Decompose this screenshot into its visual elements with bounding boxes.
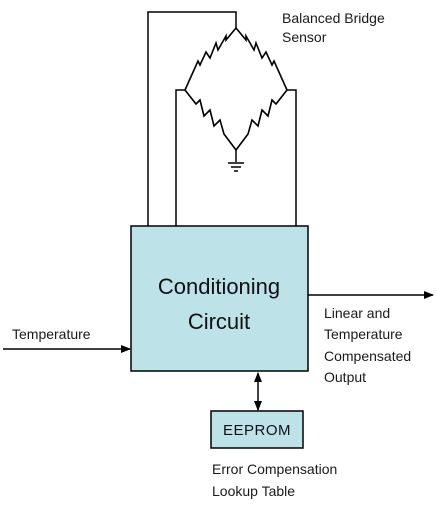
- conditioning-label-line1: Conditioning: [158, 274, 280, 299]
- ground-icon: [228, 162, 244, 172]
- conditioning-circuit-block: [130, 225, 309, 372]
- right-node-wire: [287, 89, 297, 226]
- sensor-label-line2: Sensor: [282, 29, 327, 45]
- sensor-label-line1: Balanced Bridge: [282, 10, 385, 26]
- resistor-icon: [235, 27, 288, 91]
- resistor-icon: [235, 89, 288, 151]
- bridge-resistors: [184, 27, 288, 151]
- output-label-line3: Compensated: [324, 348, 411, 364]
- eeprom-label: EEPROM: [223, 422, 291, 439]
- conditioning-label-line2: Circuit: [188, 309, 250, 334]
- eeprom-block: [210, 410, 304, 449]
- temperature-input-label: Temperature: [12, 326, 91, 342]
- left-node-wire: [175, 89, 185, 226]
- output-label-line1: Linear and: [324, 305, 390, 321]
- top-wire: [147, 11, 237, 226]
- resistor-icon: [184, 27, 237, 91]
- eeprom-caption-line2: Lookup Table: [212, 483, 295, 499]
- eeprom-caption-line1: Error Compensation: [212, 461, 337, 477]
- resistor-icon: [184, 89, 237, 151]
- bridge-wiring: [147, 11, 297, 226]
- output-label-line4: Output: [324, 369, 366, 385]
- output-label-line2: Temperature: [324, 326, 403, 342]
